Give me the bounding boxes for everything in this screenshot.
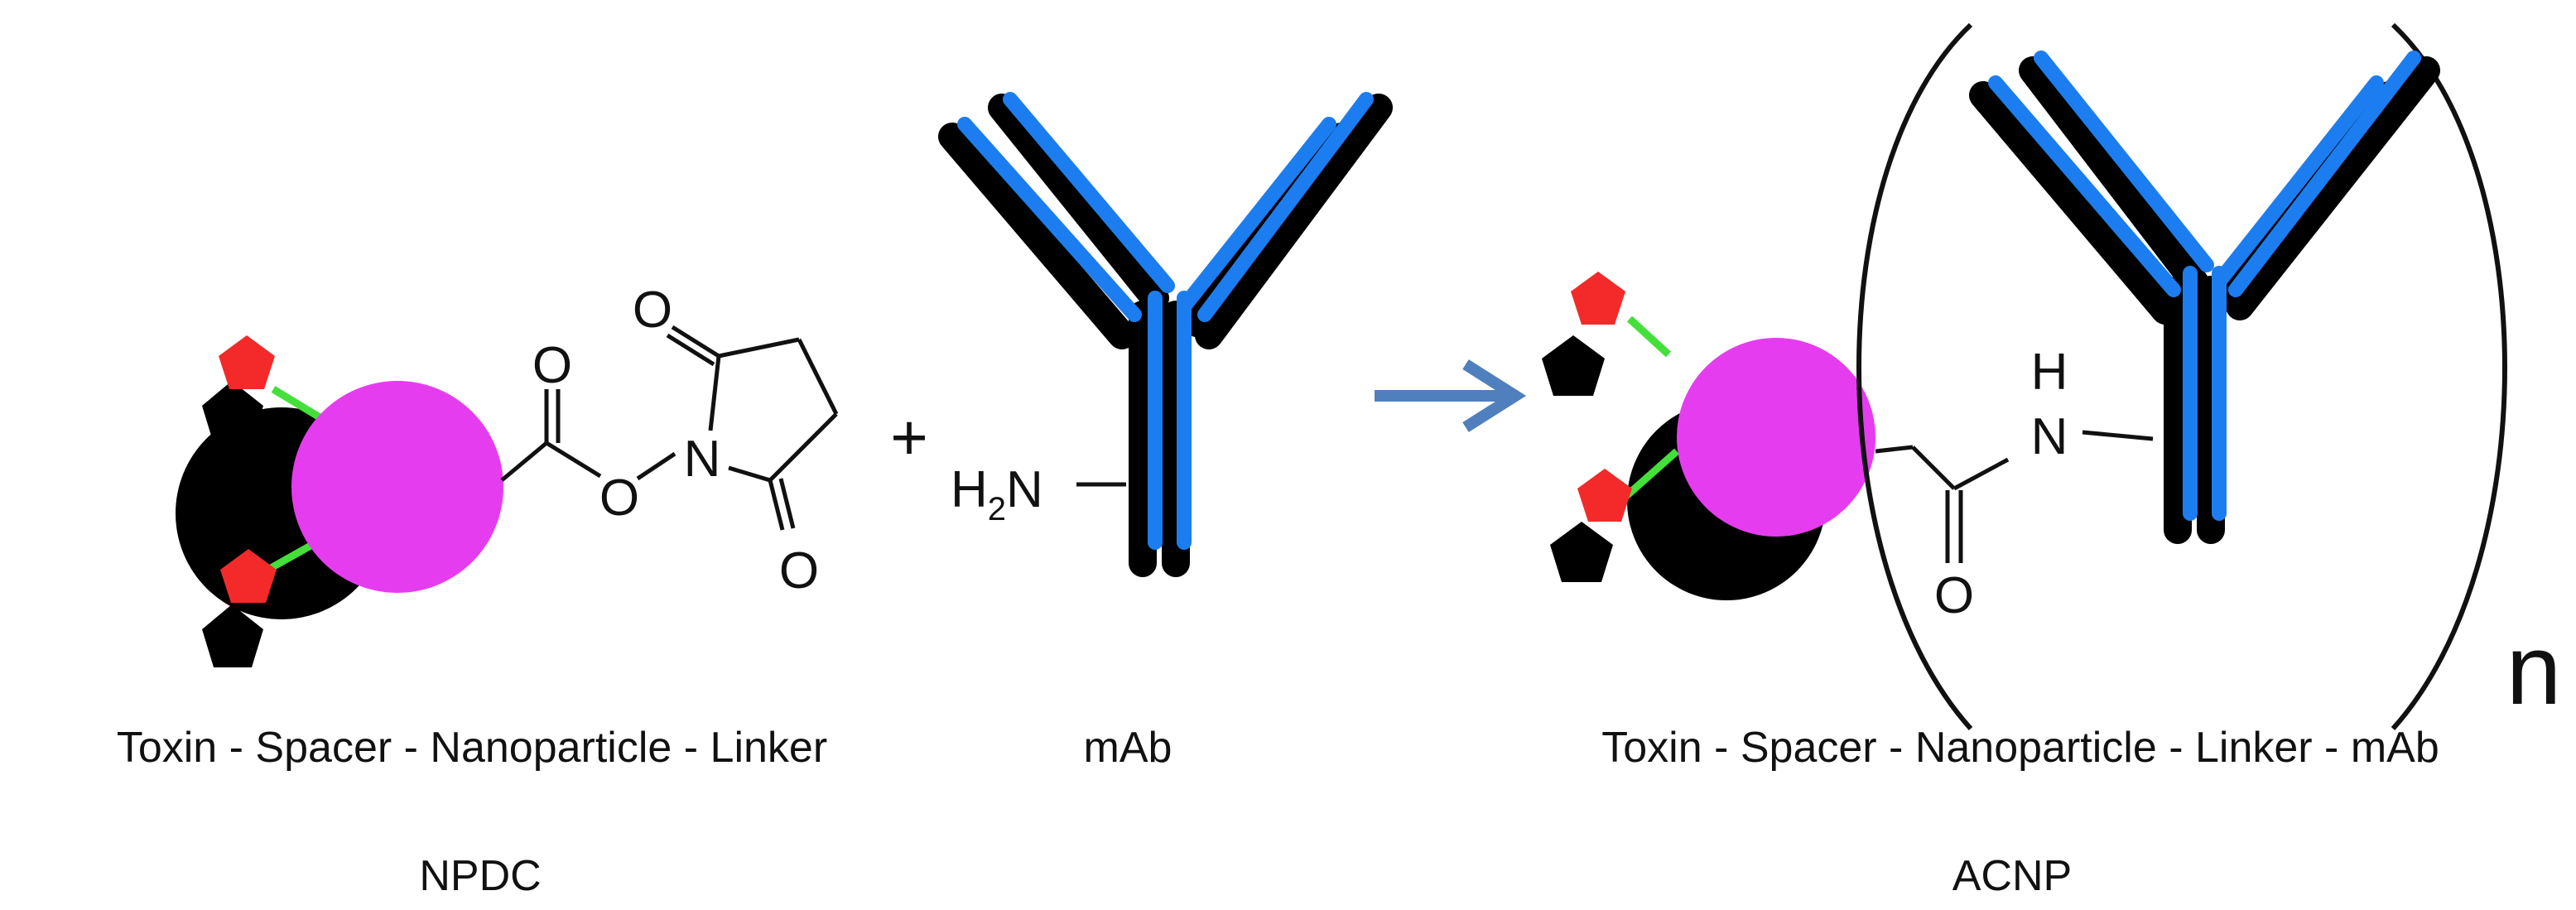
npdc-caption: Toxin - Spacer - Nanoparticle - Linker [117,724,827,772]
right-bracket [2391,22,2507,731]
atom-bottom-o: O [779,542,819,599]
atom-nitrogen: N [684,431,721,488]
acnp-name: ACNP [1952,852,2072,900]
product-toxin-pentagon-bottom [1577,469,1632,522]
amide-o: O [1934,567,1974,624]
product-spacer-line-top [1626,315,1672,358]
nanoparticle-sphere [291,381,503,593]
atom-ester-o: O [599,469,639,527]
plus-sign: + [890,401,928,474]
left-bracket [1856,22,1973,731]
nhs-ester-linker [500,325,839,531]
atom-carbonyl-o: O [532,337,572,394]
right-arrow-icon [1375,359,1527,432]
product-antibody-y [1988,51,2421,521]
antibody-y [957,92,1374,550]
product-spacer-line-bottom [1623,448,1679,500]
mab-caption: mAb [1084,724,1172,772]
amide-n: N [2031,408,2068,465]
acnp-structure: H N O n [1542,22,2562,731]
toxin-pentagon-top [219,335,275,389]
amine-label: H2N [951,461,1043,527]
amide-h: H [2031,344,2068,401]
npdc-structure: O O N O O [176,282,839,667]
toxin-pentagon-bottom [220,549,277,603]
mab-structure: H2N [938,92,1393,577]
repeat-subscript-n: n [2506,614,2562,725]
acnp-caption: Toxin - Spacer - Nanoparticle - Linker -… [1601,724,2439,772]
npdc-name: NPDC [419,852,541,900]
atom-top-o: O [633,282,672,339]
amide-linker [1875,430,2154,563]
product-toxin-pentagon-top [1571,272,1625,325]
product-nanoparticle-sphere [1677,338,1875,537]
